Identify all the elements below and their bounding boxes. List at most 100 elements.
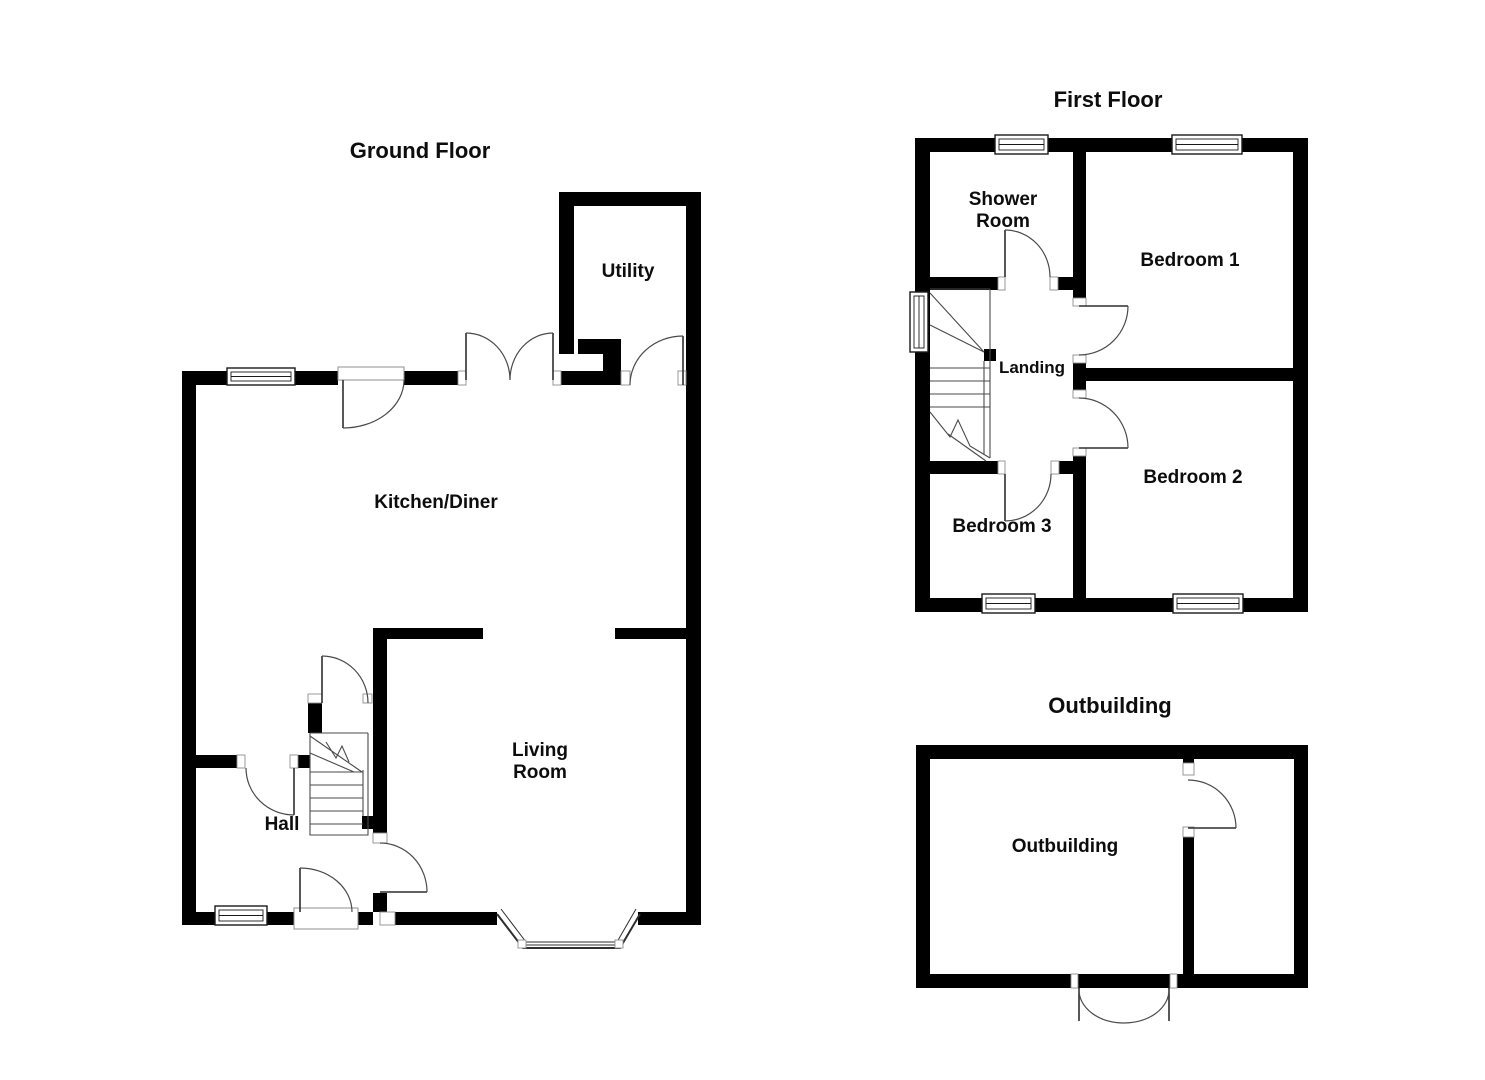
hall-label: Hall <box>265 814 300 835</box>
stairwell-window <box>909 291 929 353</box>
utility-door <box>629 335 684 386</box>
living-room-top-wall <box>373 628 483 639</box>
bedroom1-window <box>1171 134 1243 155</box>
door-jamb <box>1072 447 1087 457</box>
door-jamb <box>997 460 1006 475</box>
wall-segment <box>182 371 196 925</box>
shower-room-door <box>1004 229 1051 278</box>
first-windows <box>909 134 1244 614</box>
hall-divider-wall <box>196 755 237 768</box>
outbuilding-divider-wall <box>1183 837 1194 974</box>
outbuilding-room-label: Outbuilding <box>1012 836 1119 857</box>
french-doors <box>465 332 554 381</box>
door-jamb <box>1072 389 1087 399</box>
hall-living-divider <box>373 628 387 833</box>
first-stairs <box>929 288 991 462</box>
wall-segment <box>373 893 387 912</box>
kitchen-hall-door <box>321 655 369 704</box>
kitchen-back-door <box>337 366 405 429</box>
bay-joint <box>614 939 624 949</box>
ground-door-jambs <box>236 370 687 926</box>
outbuilding-door-jambs <box>1070 762 1195 989</box>
door-jamb <box>372 832 388 844</box>
wall-segment <box>395 912 497 925</box>
first-doors <box>1004 229 1129 522</box>
ground-floor-plan: Ground Floor Utility Kitchen/Diner Livin… <box>182 138 701 949</box>
wall-segment <box>298 755 310 768</box>
door-jamb <box>457 370 467 386</box>
bedroom1-label: Bedroom 1 <box>1140 250 1240 271</box>
outbuilding-doors <box>1078 779 1237 1024</box>
shower-room-label-line2: Room <box>976 211 1030 232</box>
wall-segment <box>916 745 1308 759</box>
landing-label: Landing <box>999 358 1065 377</box>
bay-joint <box>517 939 527 949</box>
shower-room-window <box>994 134 1049 155</box>
door-jamb <box>307 693 323 704</box>
stair-wall-stub <box>308 703 322 733</box>
wall-segment <box>267 912 300 925</box>
ground-stairs <box>309 732 369 836</box>
first-door-jambs <box>997 276 1087 475</box>
outbuilding-interior-door <box>1187 779 1237 829</box>
landing-bedroom3-wall <box>930 461 998 474</box>
wall-segment <box>915 598 1308 612</box>
living-room-top-wall <box>615 628 701 639</box>
wall-segment <box>638 912 701 925</box>
bedroom3-label: Bedroom 3 <box>952 516 1051 537</box>
bedroom2-label: Bedroom 2 <box>1143 467 1242 488</box>
hall-door <box>245 767 295 816</box>
bay-window <box>496 908 641 949</box>
wall-segment <box>1183 757 1194 763</box>
wall-segment <box>1293 138 1308 612</box>
door-jamb <box>1182 826 1195 838</box>
wall-segment <box>196 371 227 385</box>
wall-segment <box>182 912 215 925</box>
bedroom2-door <box>1078 397 1129 449</box>
bedroom3-door <box>1004 473 1052 522</box>
wall-segment <box>295 371 338 385</box>
door-jamb <box>379 911 396 926</box>
shower-bedroom1-divider <box>1073 152 1086 298</box>
wall-segment <box>1294 745 1308 988</box>
door-jamb <box>997 276 1006 291</box>
shower-room-label-line1: Shower <box>969 189 1038 210</box>
wall-segment <box>1073 363 1086 390</box>
front-door <box>293 867 359 930</box>
door-jamb <box>1049 276 1059 291</box>
door-jamb <box>1050 460 1060 475</box>
outbuilding-double-door <box>1078 988 1170 1024</box>
wall-segment <box>916 745 930 988</box>
wall-segment <box>1057 277 1073 290</box>
ground-walls <box>182 192 701 925</box>
utility-left-wall <box>559 192 574 354</box>
door-jamb <box>552 370 562 386</box>
door-jamb <box>1169 973 1178 989</box>
bedroom2-window <box>1172 593 1244 614</box>
wall-segment <box>404 371 458 385</box>
bedroom3-window <box>981 593 1036 614</box>
living-room-label-line2: Room <box>513 762 567 783</box>
outbuilding-walls <box>916 745 1308 988</box>
door-jamb <box>289 754 299 769</box>
ground-floor-title: Ground Floor <box>350 138 491 163</box>
outbuilding-title: Outbuilding <box>1048 693 1171 718</box>
wall-segment <box>916 974 1308 988</box>
first-floor-plan: First Floor Shower Room Bedroom 1 Landin… <box>909 87 1308 614</box>
bedroom1-door <box>1078 305 1129 356</box>
door-jamb <box>620 370 631 386</box>
living-room-label-line1: Living <box>512 740 568 761</box>
kitchen-diner-label: Kitchen/Diner <box>374 492 498 513</box>
door-jamb <box>677 370 687 386</box>
bedroom2-bedroom3-divider <box>1073 456 1086 598</box>
wall-segment <box>561 371 621 385</box>
first-floor-title: First Floor <box>1054 87 1163 112</box>
door-jamb <box>1182 762 1195 776</box>
living-room-door <box>379 842 428 893</box>
door-jamb <box>1072 297 1087 307</box>
hall-front-window <box>214 905 268 926</box>
bedroom1-bedroom2-divider <box>1086 368 1293 381</box>
ground-windows <box>214 367 641 949</box>
